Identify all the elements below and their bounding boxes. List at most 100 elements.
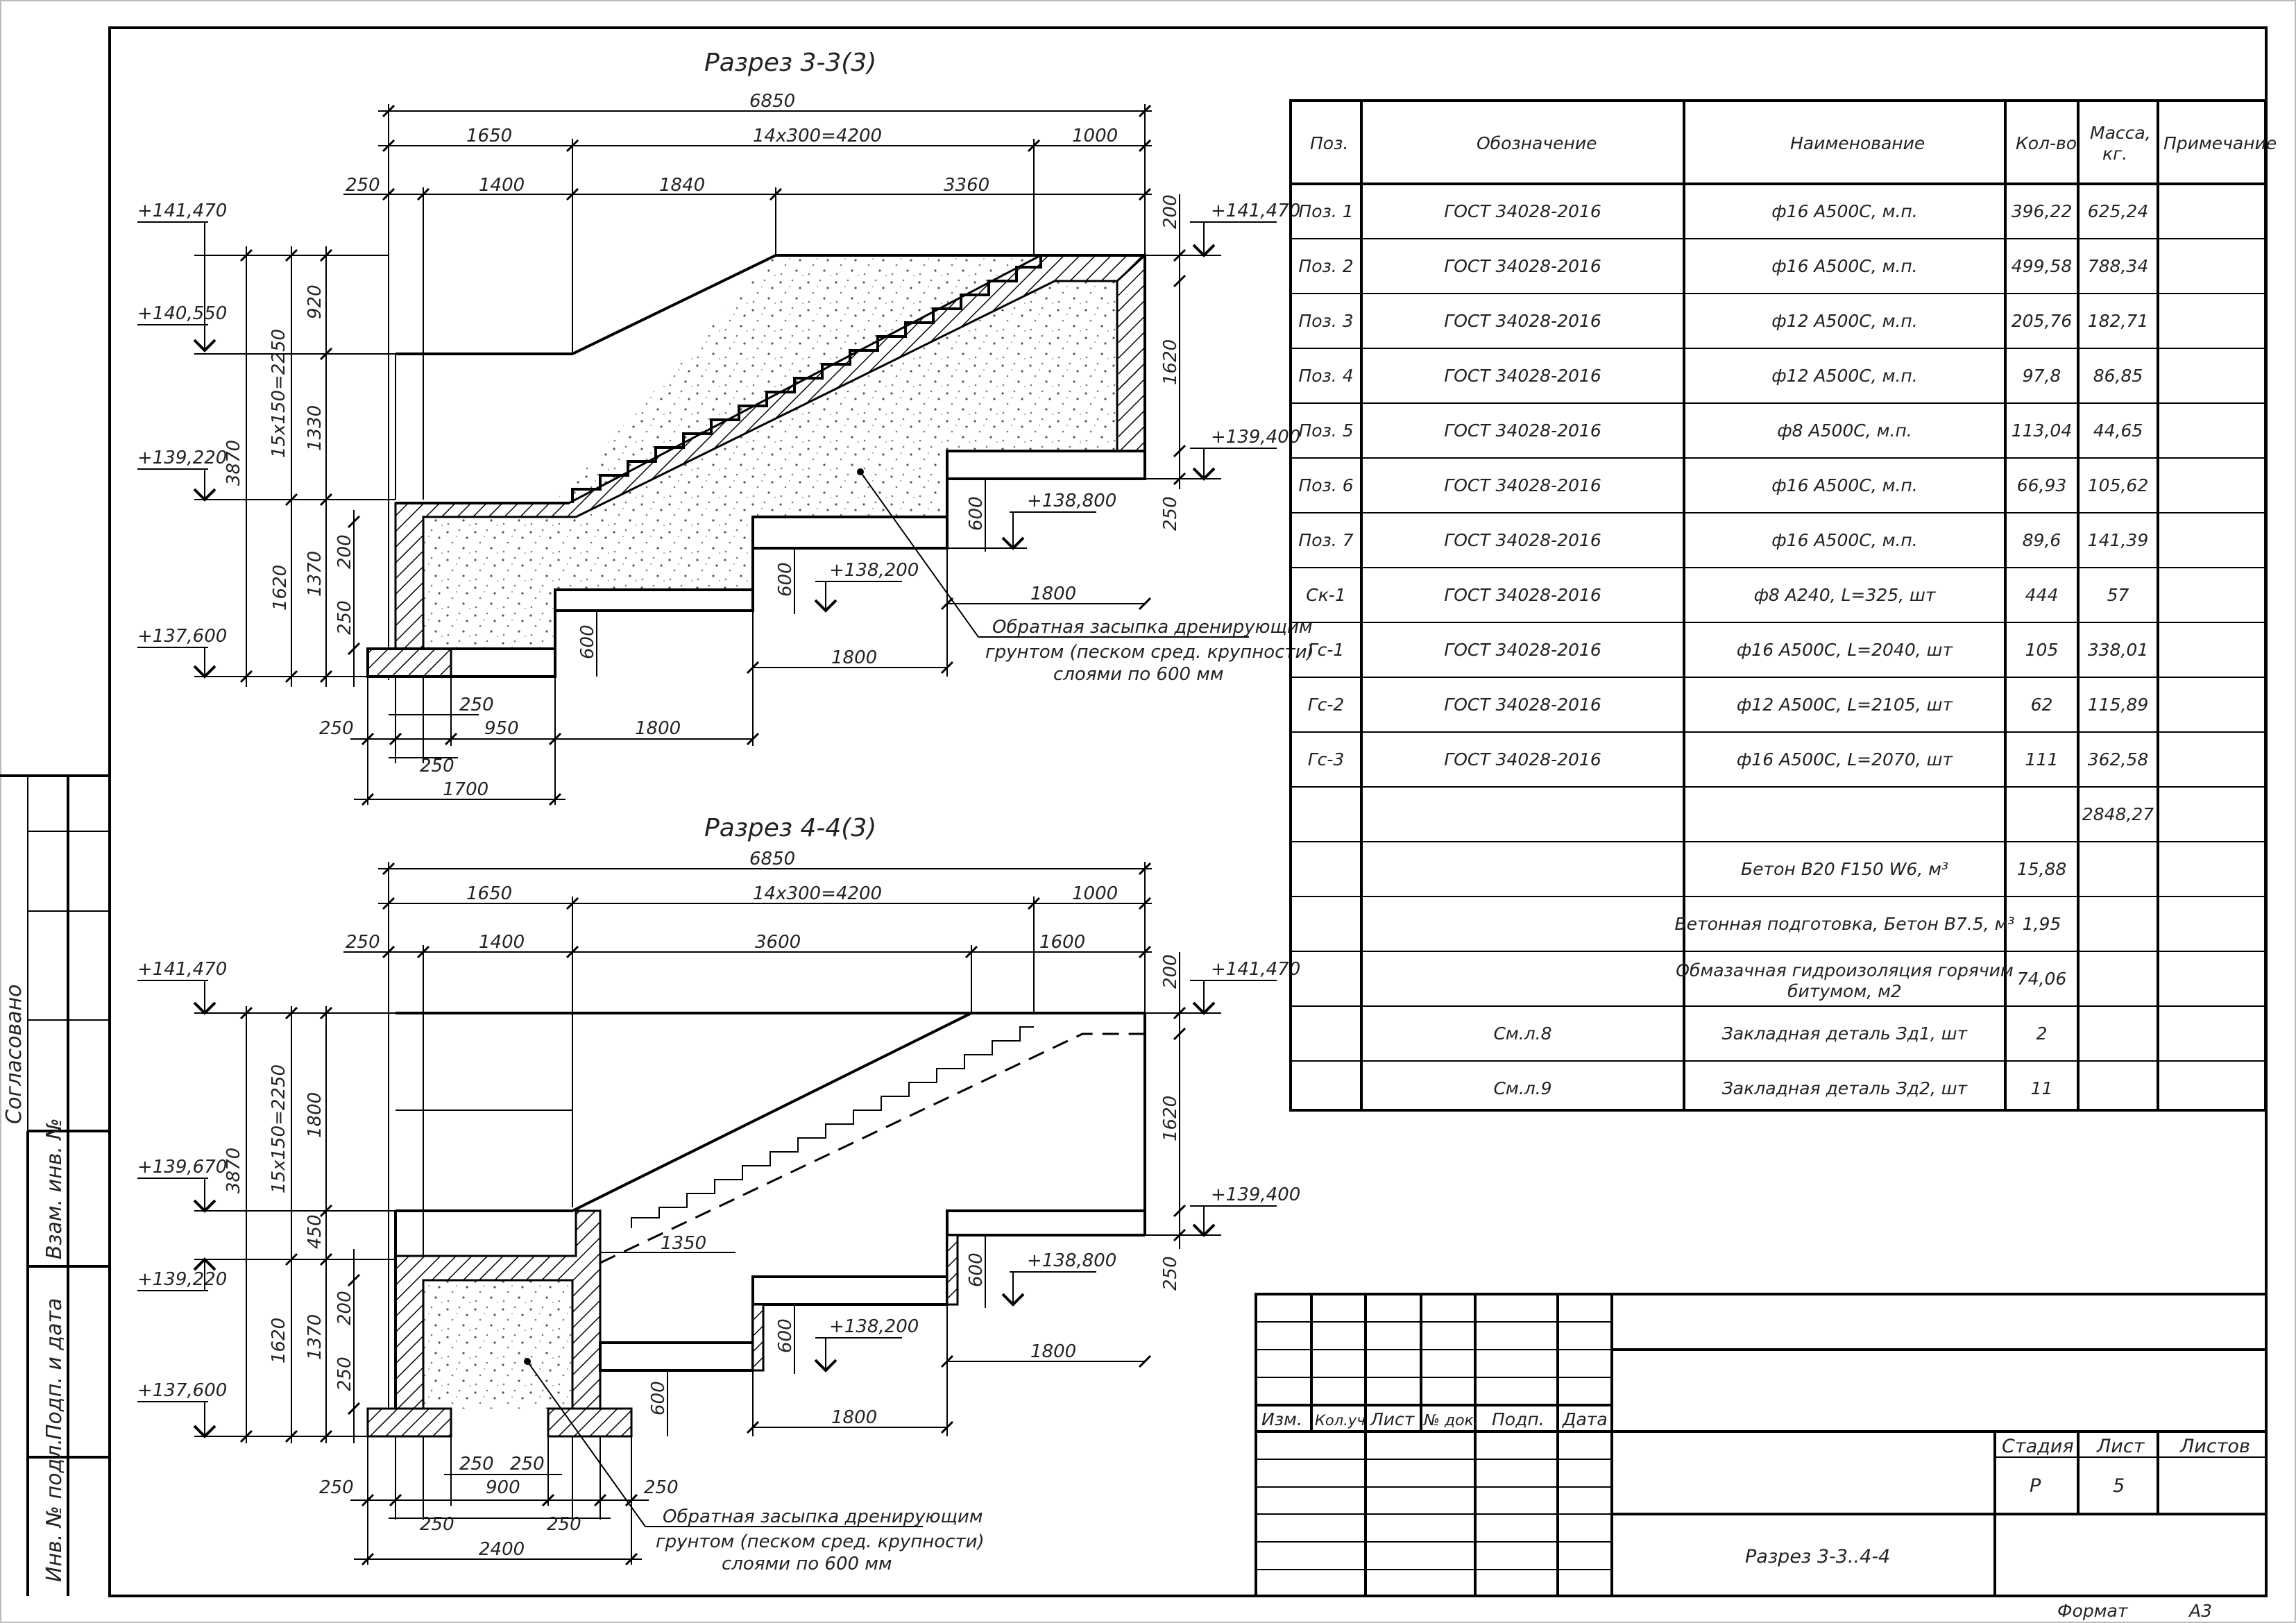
stamp-inv-replace: Взам. инв. № [42, 1118, 67, 1259]
stamp-agreed: Согласовано [2, 984, 26, 1124]
s4-dim-1350: 1350 [661, 1233, 706, 1254]
s3-dim-200l: 200 [334, 534, 355, 569]
table-cell: 115,89 [2088, 695, 2148, 715]
tb-sheet-label: Лист [2096, 1436, 2145, 1457]
stamp-inv-orig: Инв. № подл. [42, 1438, 67, 1582]
table-cell: ГОСТ 34028-2016 [1444, 640, 1601, 660]
s4-dim-b250d: 250 [420, 1514, 454, 1535]
s4-dim-1370: 1370 [305, 1314, 325, 1360]
s3-dim-total: 6850 [749, 91, 795, 112]
tb-col-podp: Подп. [1492, 1409, 1545, 1429]
table-cell: Закладная деталь Зд1, шт [1722, 1023, 1968, 1044]
table-cell: битумом, м2 [1787, 981, 1902, 1001]
table-cell: ГОСТ 34028-2016 [1444, 585, 1601, 605]
table-cell: ф12 А500С, м.п. [1771, 311, 1917, 331]
table-cell: ГОСТ 34028-2016 [1444, 311, 1601, 331]
table-cell: Закладная деталь Зд2, шт [1722, 1078, 1968, 1098]
table-cell: ф8 А240, L=325, шт [1754, 585, 1937, 605]
s3-dim-1840: 1840 [659, 175, 705, 196]
s3-dim-920: 920 [305, 284, 325, 319]
s3-lvl-141470-left: +141,470 [137, 201, 227, 221]
section-4-4: Разрез 4-4(3) 6850 1650 14x300=4200 1000 [137, 814, 1300, 1574]
table-cell: 182,71 [2088, 311, 2148, 331]
table-cell: 74,06 [2017, 969, 2067, 989]
tb-col-ndoc: № док. [1423, 1412, 1479, 1429]
s4-dim-1620r: 1620 [1160, 1096, 1181, 1141]
s3-dim-600a: 600 [966, 496, 987, 531]
table-cell: 499,58 [2012, 256, 2072, 276]
table-cell: Поз. 1 [1298, 201, 1353, 221]
table-cell: Бетонная подготовка, Бетон В7.5, м³ [1674, 914, 2014, 934]
table-cell: 362,58 [2088, 749, 2148, 770]
table-cell: 66,93 [2017, 475, 2067, 495]
table-row: 2848,27 [2082, 804, 2154, 824]
s3-dim-600b: 600 [775, 562, 796, 597]
s3-note-line1: Обратная засыпка дренирующим [992, 617, 1313, 638]
s4-dim-1620l: 1620 [269, 1318, 289, 1363]
spec-row-lines [1291, 238, 2265, 1062]
specification-table: Поз. Обозначение Наименование Кол-во Мас… [1289, 99, 2277, 1112]
table-cell: Поз. 7 [1298, 530, 1353, 550]
table-cell: 57 [2107, 585, 2129, 605]
spec-header-pos: Поз. [1310, 133, 1348, 153]
spec-header-qty: Кол-во [2016, 133, 2077, 153]
table-cell: ГОСТ 34028-2016 [1444, 420, 1601, 441]
tb-col-data: Дата [1562, 1409, 1608, 1429]
table-cell: 44,65 [2093, 420, 2143, 441]
tb-drawing-name: Разрез 3-3..4-4 [1745, 1546, 1890, 1567]
s4-dim-200l: 200 [334, 1291, 355, 1325]
table-cell: Поз. 2 [1298, 256, 1353, 276]
table-cell: ГОСТ 34028-2016 [1444, 749, 1601, 770]
section-4-title: Разрез 4-4(3) [704, 814, 876, 842]
table-cell: Обмазачная гидроизоляция горячим [1676, 960, 2013, 980]
table-cell: Ск-1 [1306, 585, 1345, 605]
s3-dim-b250c: 250 [420, 756, 454, 776]
s4-dim-b900: 900 [486, 1477, 520, 1498]
s4-dim-1800a: 1800 [1030, 1341, 1076, 1362]
tb-col-list: Лист [1370, 1409, 1415, 1429]
s4-dim-1000: 1000 [1072, 883, 1118, 904]
table-cell: Бетон В20 F150 W6, м³ [1741, 859, 1948, 879]
s3-dim-1330: 1330 [305, 405, 325, 451]
table-cell: ГОСТ 34028-2016 [1444, 475, 1601, 495]
s3-dim-200r: 200 [1160, 194, 1181, 229]
s3-lvl-137600: +137,600 [137, 626, 227, 647]
side-stamps: Согласовано Взам. инв. № Подп. и дата Ин… [0, 774, 110, 1596]
tb-stage-label: Стадия [2002, 1436, 2074, 1457]
table-cell: 86,85 [2093, 366, 2143, 386]
s3-dim-1400: 1400 [479, 175, 525, 196]
table-row: Гс-1 ГОСТ 34028-2016 ф16 А500С, L=2040, шт… [1308, 640, 2149, 660]
table-row: Обмазачная гидроизоляция горячимбитумом,… [1676, 960, 2066, 1001]
table-cell: 105 [2025, 640, 2059, 660]
s4-dim-b250b: 250 [459, 1454, 494, 1475]
s4-dim-1650: 1650 [466, 883, 512, 904]
s4-lvl-138200: +138,200 [829, 1316, 919, 1337]
s3-dim-b1700: 1700 [443, 779, 488, 800]
s4-right: +141,470 200 1620 250 +139,400 +138,800 … [600, 952, 1300, 1436]
s3-dim-1620r: 1620 [1160, 339, 1181, 385]
table-cell: ф16 А500С, L=2040, шт [1737, 640, 1954, 660]
s4-lvl-139220: +139,220 [137, 1269, 227, 1290]
table-cell: ГОСТ 34028-2016 [1444, 366, 1601, 386]
s3-dim-1650: 1650 [466, 126, 512, 146]
s3-lvl-140550: +140,550 [137, 303, 227, 324]
s4-dim-b250f: 250 [644, 1477, 679, 1498]
s3-dim-250l: 250 [334, 600, 355, 635]
s3-dims-left: 3870 1620 15x150=2250 920 1330 1370 200 … [223, 246, 361, 687]
s4-note-line1: Обратная засыпка дренирующим [663, 1506, 983, 1527]
table-cell: 444 [2025, 585, 2059, 605]
table-cell: ф16 А500С, м.п. [1771, 475, 1917, 495]
s4-note-line2: грунтом (песком сред. крупности) [656, 1531, 985, 1552]
s4-dim-250r: 250 [1160, 1256, 1181, 1291]
s3-note-line3: слоями по 600 мм [1053, 664, 1224, 685]
table-cell: Гс-1 [1308, 640, 1345, 660]
tb-sheets-label: Листов [2179, 1436, 2250, 1457]
table-cell: ГОСТ 34028-2016 [1444, 695, 1601, 715]
